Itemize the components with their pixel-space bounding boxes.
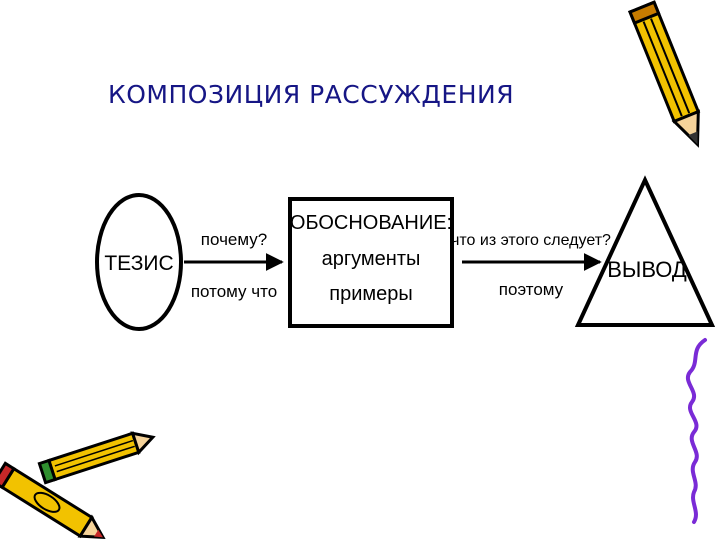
- pencil-icon: [628, 0, 701, 148]
- arrow-why-answer: потому что: [191, 282, 277, 301]
- justification-examples: примеры: [329, 283, 413, 305]
- arrow-therefore-question: что из этого следует?: [451, 232, 611, 249]
- justification-heading: ОБОСНОВАНИЕ:: [290, 212, 452, 234]
- arrow-therefore-answer: поэтому: [499, 280, 564, 299]
- pencils-icon: [0, 431, 156, 540]
- squiggle-line: [686, 338, 707, 524]
- justification-arguments: аргументы: [322, 248, 421, 270]
- justification-node: ОБОСНОВАНИЕ: аргументы примеры: [288, 197, 454, 328]
- conclusion-node: ВЫВОД: [574, 175, 716, 327]
- slide-title: КОМПОЗИЦИЯ РАССУЖДЕНИЯ: [108, 80, 515, 109]
- arrow-why-question: почему?: [201, 230, 267, 249]
- thesis-node: ТЕЗИС: [95, 193, 183, 331]
- arrow-why: почему? потому что: [184, 230, 284, 301]
- conclusion-label: ВЫВОД: [607, 257, 687, 282]
- thesis-label: ТЕЗИС: [104, 252, 173, 275]
- arrow-therefore: что из этого следует? поэтому: [451, 232, 611, 299]
